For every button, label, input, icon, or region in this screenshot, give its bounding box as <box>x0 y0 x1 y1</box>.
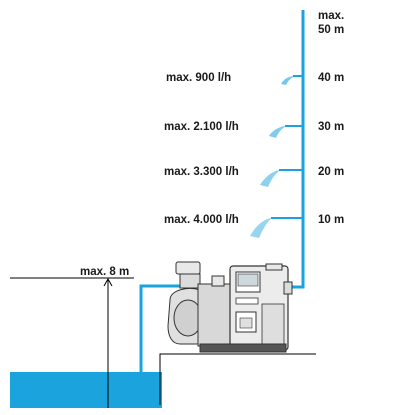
water-jet-icon <box>281 76 293 85</box>
suction-pipe <box>139 284 180 406</box>
pump-icon <box>167 261 293 353</box>
suction-height-label: max. 8 m <box>80 266 129 278</box>
height-label-40m: 40 m <box>318 72 344 84</box>
water-jet-icon <box>250 218 271 238</box>
height-label-max: max. <box>318 10 344 22</box>
water-reservoir <box>10 372 162 408</box>
height-label-10m: 10 m <box>318 214 344 226</box>
arrow-up-icon <box>103 277 113 287</box>
water-jet-icon <box>269 126 285 138</box>
ground-ledge <box>159 353 316 405</box>
height-label-30m: 30 m <box>318 121 344 133</box>
spray-outlets <box>271 75 303 219</box>
pressure-pipe <box>287 10 305 289</box>
flow-label-3300: max. 3.300 l/h <box>164 166 239 178</box>
height-label-20m: 20 m <box>318 166 344 178</box>
flow-label-4000: max. 4.000 l/h <box>164 214 239 226</box>
flow-label-900: max. 900 l/h <box>166 72 231 84</box>
height-label-50m: 50 m <box>318 24 344 36</box>
flow-label-2100: max. 2.100 l/h <box>164 121 239 133</box>
water-jet-icon <box>260 170 279 187</box>
